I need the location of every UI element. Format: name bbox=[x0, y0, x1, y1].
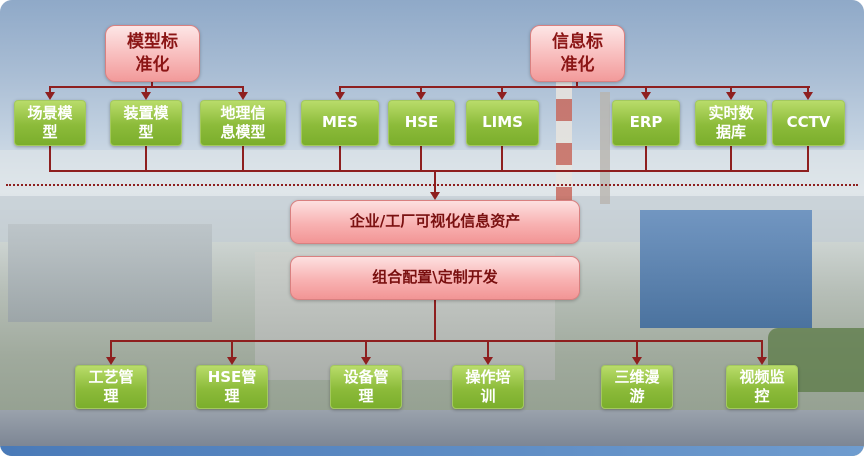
node-hse-mgmt: HSE管理 bbox=[196, 365, 268, 409]
group-model-standardization: 模型标准化 bbox=[105, 25, 200, 82]
node-cctv: CCTV bbox=[772, 100, 845, 146]
node-gis-model: 地理信息模型 bbox=[200, 100, 286, 146]
node-scene-model: 场景模型 bbox=[14, 100, 86, 146]
node-plant-model: 装置模型 bbox=[110, 100, 182, 146]
background-striped-chimney bbox=[556, 55, 572, 205]
node-visual-asset: 企业/工厂可视化信息资产 bbox=[290, 200, 580, 244]
background-left-building bbox=[8, 224, 212, 322]
node-mes: MES bbox=[301, 100, 379, 146]
background-blue-strip bbox=[0, 446, 864, 456]
node-rtdb: 实时数据库 bbox=[695, 100, 767, 146]
node-equipment-mgmt: 设备管理 bbox=[330, 365, 402, 409]
node-operation-training: 操作培训 bbox=[452, 365, 524, 409]
background-road bbox=[0, 410, 864, 446]
node-hse: HSE bbox=[388, 100, 455, 146]
background-blue-building bbox=[640, 210, 812, 328]
node-3d-roaming: 三维漫游 bbox=[601, 365, 673, 409]
node-process-mgmt: 工艺管理 bbox=[75, 365, 147, 409]
background-chimney bbox=[600, 92, 610, 204]
group-info-standardization: 信息标准化 bbox=[530, 25, 625, 82]
node-config-dev: 组合配置\定制开发 bbox=[290, 256, 580, 300]
node-lims: LIMS bbox=[466, 100, 539, 146]
dotted-separator-line bbox=[6, 184, 858, 186]
node-erp: ERP bbox=[612, 100, 680, 146]
node-video-surveillance: 视频监控 bbox=[726, 365, 798, 409]
